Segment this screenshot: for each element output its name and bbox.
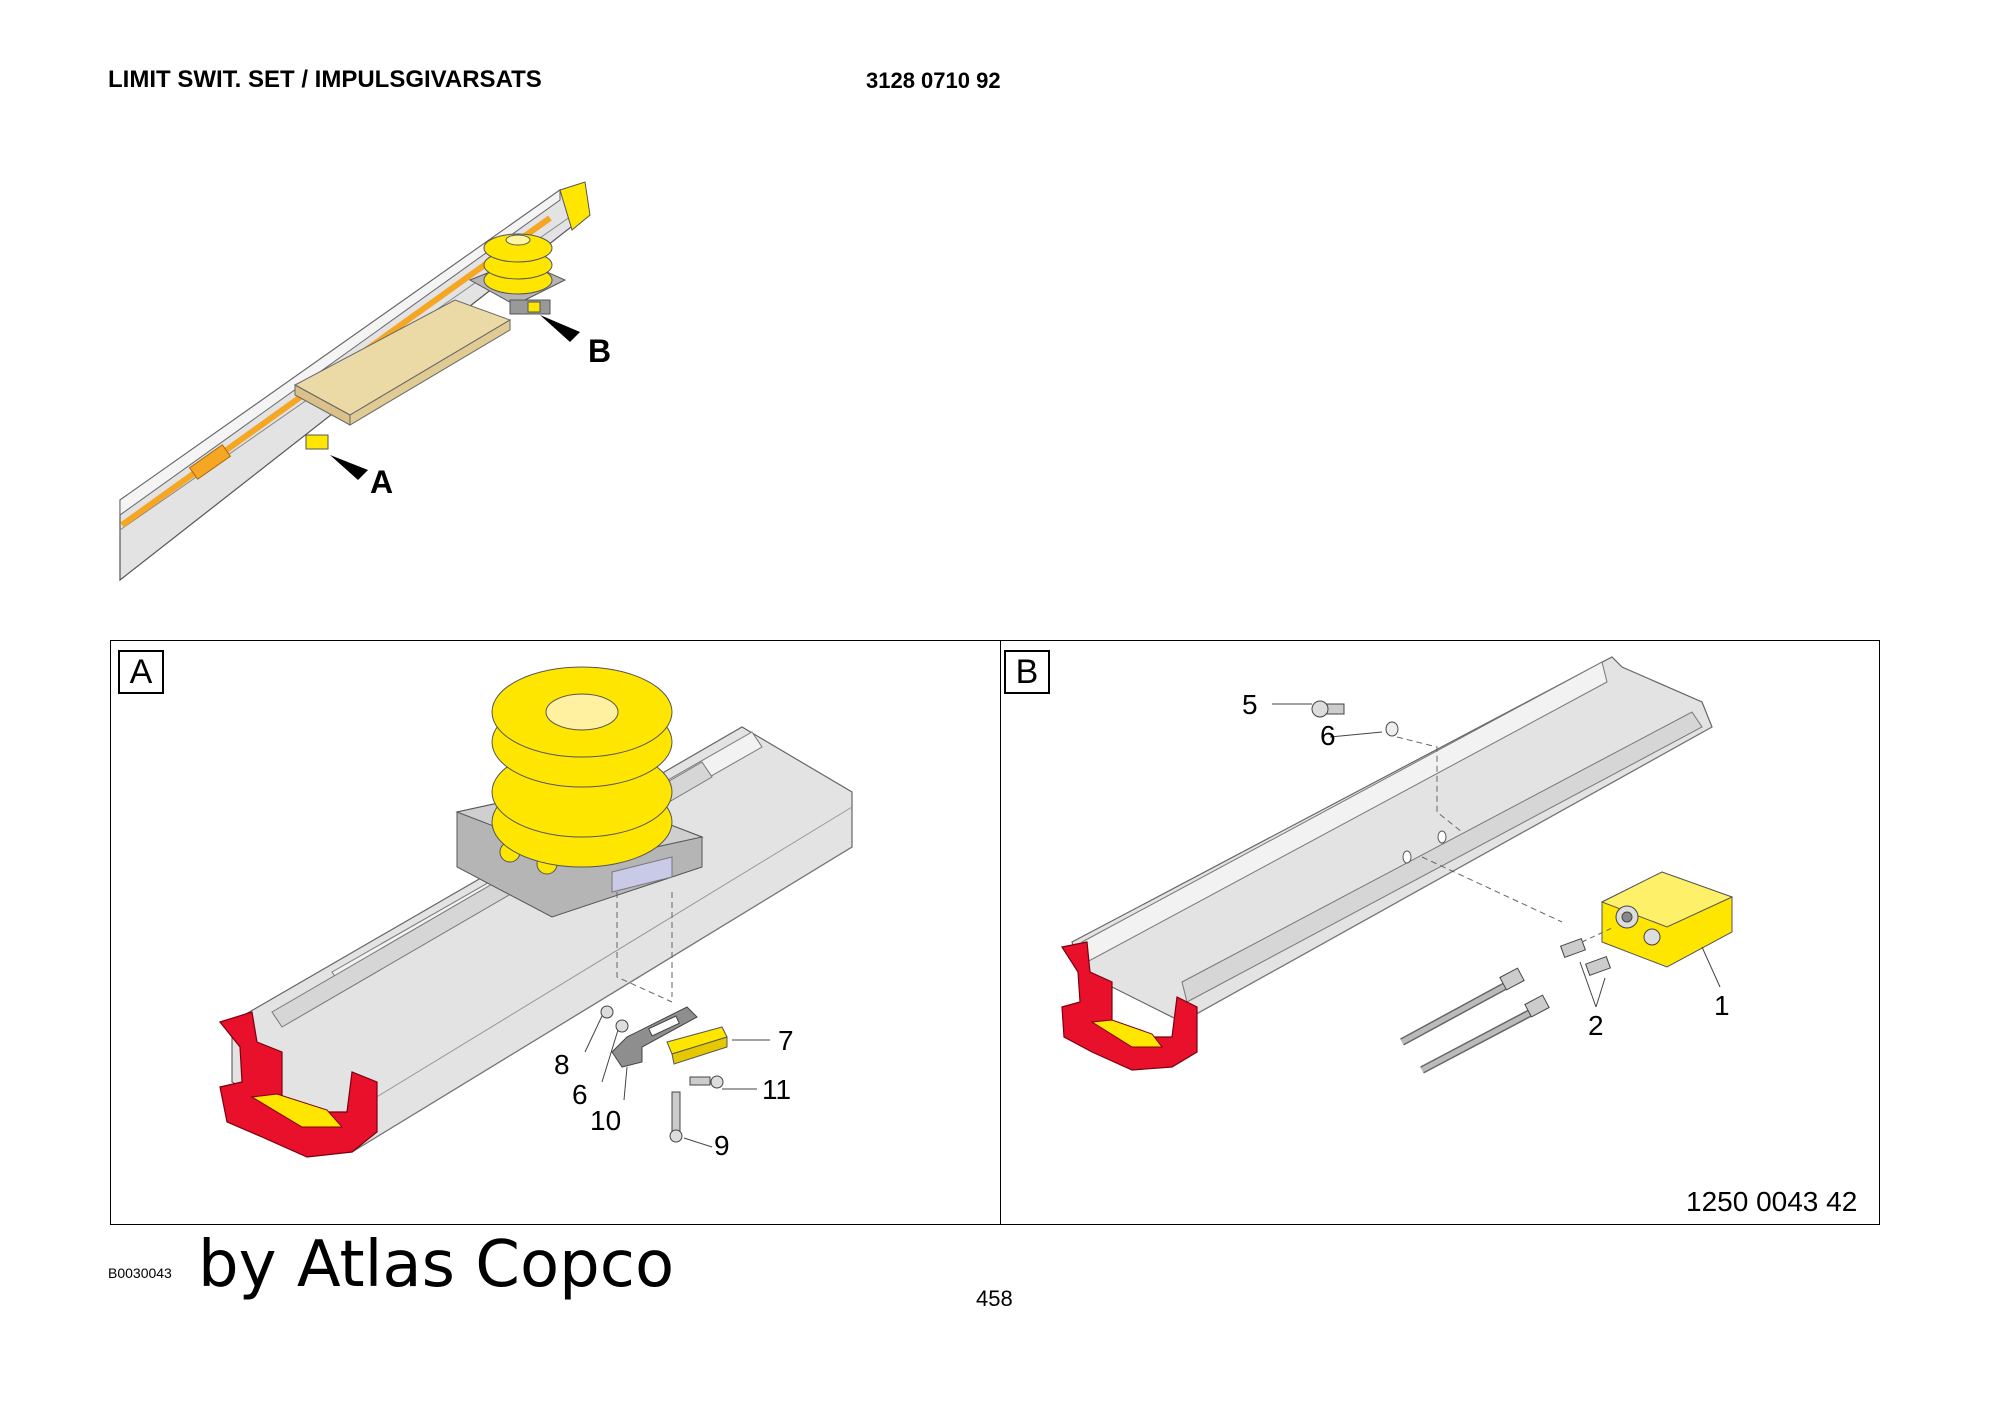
detail-divider <box>1000 640 1001 1225</box>
callout-8: 8 <box>554 1049 570 1080</box>
callout-b: B <box>588 333 611 369</box>
detail-a-box-label: A <box>118 650 164 694</box>
document-title: LIMIT SWIT. SET / IMPULSGIVARSATS <box>108 66 542 93</box>
part-number: 3128 0710 92 <box>866 68 1001 93</box>
reference-code: B0030043 <box>108 1265 172 1281</box>
overview-illustration: A B <box>119 181 611 582</box>
callout-6a: 6 <box>572 1079 588 1110</box>
callout-7: 7 <box>778 1025 794 1056</box>
page-number: 458 <box>976 1286 1013 1311</box>
drawing-number: 1250 0043 42 <box>1686 1186 1858 1217</box>
detail-b-box-label: B <box>1004 650 1050 694</box>
callout-6b: 6 <box>1320 720 1336 751</box>
detail-a-illustration: 7 8 6 11 10 9 <box>218 666 853 1161</box>
byline: by Atlas Copco <box>198 1228 675 1302</box>
callout-a: A <box>370 464 393 500</box>
detail-frame <box>110 640 1880 1225</box>
callout-9: 9 <box>714 1130 730 1161</box>
callout-10: 10 <box>590 1105 621 1136</box>
callout-5: 5 <box>1242 689 1258 720</box>
callout-11: 11 <box>762 1074 791 1105</box>
callout-1: 1 <box>1714 990 1730 1021</box>
detail-b-illustration: 5 6 1 2 <box>1061 656 1734 1074</box>
callout-2: 2 <box>1588 1010 1604 1041</box>
